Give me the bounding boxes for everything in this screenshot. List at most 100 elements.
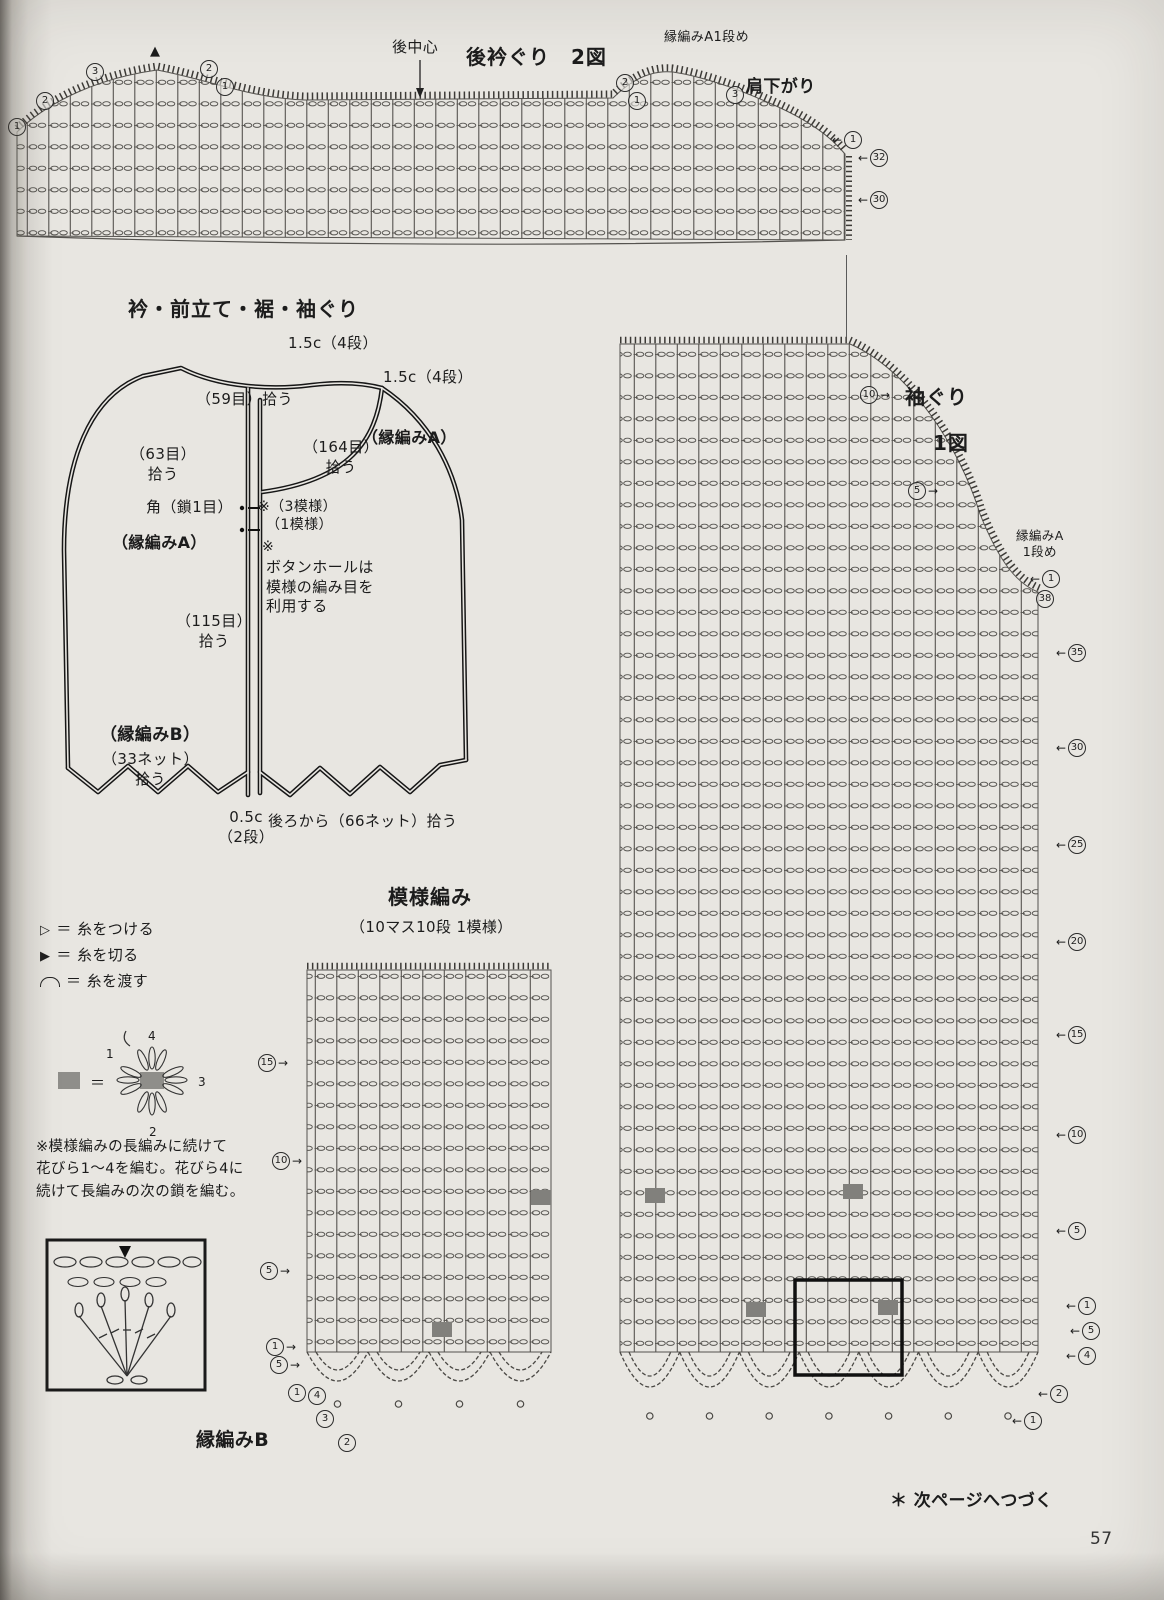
back-neck-title: 後衿ぐり 2図 <box>466 45 607 69</box>
circled-number: 1 <box>288 1384 306 1402</box>
row-marker: ← 5 <box>1056 1222 1087 1240</box>
row-marker: ← 15 <box>1056 1026 1087 1044</box>
circled-number: 10 <box>272 1152 290 1170</box>
row-marker: ← 1 <box>832 131 863 149</box>
carry-yarn-icon <box>40 976 60 987</box>
chart-connector-line <box>846 255 847 337</box>
center-back-label: 後中心 <box>392 38 439 56</box>
petal-number-4: 4 <box>148 1029 156 1043</box>
pickup-164-line1: （164目） <box>303 438 380 456</box>
pattern-3-label: ※（3模様） <box>258 499 338 515</box>
arrow-left-icon: ← <box>1038 1387 1049 1401</box>
circled-number: 15 <box>258 1054 276 1072</box>
row-marker: 5 → <box>260 1262 290 1280</box>
pickup-115-line1: （115目） <box>176 612 253 630</box>
row-marker: ← 1 <box>1012 1412 1043 1430</box>
petal-number-2: 2 <box>149 1125 157 1139</box>
motif-note-line2: 花びら1〜4を編む。花びら4に <box>36 1161 244 1178</box>
circled-number: 1 <box>1042 570 1061 588</box>
arrow-right-icon: → <box>280 1264 291 1278</box>
motif-cells <box>645 1184 898 1317</box>
legend-carry-text: ＝ 糸を渡す <box>66 972 149 990</box>
arrow-left-icon: ← <box>858 151 869 165</box>
swatch-subtitle: （10マス10段 1模様） <box>350 918 513 936</box>
legend-attach-text: ＝ 糸をつける <box>56 920 154 938</box>
net-33-line2: 拾う <box>135 769 166 788</box>
vest-schematic <box>61 365 469 798</box>
circled-number: 3 <box>726 86 744 104</box>
circled-number: 30 <box>1068 739 1087 757</box>
row-marker: ← 20 <box>1056 933 1087 951</box>
hem-size-line1: 0.5c <box>229 808 263 826</box>
circled-number: 2 <box>616 74 634 92</box>
legend-cut-yarn: ▶ ＝ 糸を切る <box>40 946 139 966</box>
circled-number: 1 <box>266 1338 284 1356</box>
circled-number: 5 <box>908 482 926 500</box>
petal-number-3: 3 <box>198 1075 206 1089</box>
scallop-picots <box>645 1412 1012 1420</box>
row-marker: 5 → <box>270 1356 300 1374</box>
motif-symbol-square <box>58 1072 80 1089</box>
arrow-left-icon: ← <box>1056 1224 1067 1238</box>
schematic-outline-inner <box>63 367 467 796</box>
circled-number: 35 <box>1068 644 1087 662</box>
figure-1-title: 1図 <box>933 431 969 455</box>
circled-number: 5 <box>1068 1222 1087 1240</box>
arrow-left-icon: ← <box>1056 838 1067 852</box>
motif-cells <box>432 1190 551 1337</box>
shoulder-slope-label: 肩下がり <box>746 77 816 97</box>
chart-grid <box>16 69 846 241</box>
circled-number: 4 <box>308 1387 326 1405</box>
chart-grid <box>306 969 552 1353</box>
circled-number: 1 <box>844 131 863 149</box>
pickup-59-label: （59目）拾う <box>196 390 293 408</box>
circled-number: 5 <box>260 1262 278 1280</box>
carry-curve <box>123 1030 131 1047</box>
buttonhole-marks <box>239 505 260 533</box>
hem-size-label: 0.5c （2段） <box>218 808 274 847</box>
kome-mark: ※ <box>262 539 275 555</box>
circled-number: 32 <box>870 149 889 167</box>
pattern-repeat-box <box>793 1278 904 1377</box>
circled-number: 2 <box>338 1434 356 1452</box>
row-marker: 10 → <box>860 386 890 404</box>
circled-number: 10 <box>1068 1126 1087 1144</box>
row-marker: ← 30 <box>1056 739 1087 757</box>
cut-yarn-icon: ▶ <box>40 949 51 964</box>
cut-yarn-icon: ▲ <box>150 44 161 59</box>
petal-number-1: 1 <box>106 1047 114 1061</box>
row-marker: ← 5 <box>1070 1322 1101 1340</box>
circled-number: 38 <box>1036 590 1054 608</box>
front-body-crochet-chart <box>619 336 1042 1420</box>
circled-number: 4 <box>1078 1347 1097 1365</box>
row-marker: 15 → <box>258 1054 288 1072</box>
pickup-115-label: （115目） 拾う <box>176 612 252 651</box>
pickup-164-line2: 拾う <box>325 457 357 476</box>
row-marker: ← 1 <box>1030 570 1061 588</box>
armhole-edging-stitches <box>848 336 1042 592</box>
circled-number: 2 <box>200 60 218 78</box>
edge-a-label-right: （縁編みA） <box>362 428 457 447</box>
corner-label: 角（鎖1目） <box>146 498 233 516</box>
row-marker: ← 25 <box>1056 836 1087 854</box>
edge-b-label-schematic: （縁編みB） <box>100 725 201 745</box>
flower-motif-key: ＝ 4 3 2 1 <box>58 1029 206 1139</box>
arrow-left-icon: ← <box>1066 1349 1077 1363</box>
row-marker: 38 <box>1036 590 1054 608</box>
edge-a-line2: 1段め <box>1022 544 1057 560</box>
edge-a-row1-label: 縁編みA1段め <box>664 30 749 45</box>
edge-a-label-left: （縁編みA） <box>112 533 207 552</box>
back-pickup-label: 後ろから（66ネット）拾う <box>268 812 458 830</box>
net-33-line1: （33ネット） <box>102 750 199 768</box>
motif-note-line3: 続けて長編みの次の鎖を編む。 <box>36 1183 245 1200</box>
arrow-right-icon: → <box>292 1154 303 1168</box>
chain-row-top <box>53 1256 202 1268</box>
legend-cut-text: ＝ 糸を切る <box>56 946 139 964</box>
row-marker: ← 1 <box>1066 1297 1097 1315</box>
net-33-label: （33ネット） 拾う <box>102 750 199 789</box>
band-size-label: 1.5c（4段） <box>383 368 473 386</box>
page-number: 57 <box>1090 1529 1113 1549</box>
edge-a-row1-label-right: 縁編みA 1段め <box>1016 528 1064 561</box>
chart-grid <box>619 343 1039 1353</box>
legend-attach-yarn: ▷＝ 糸をつける <box>40 920 154 940</box>
